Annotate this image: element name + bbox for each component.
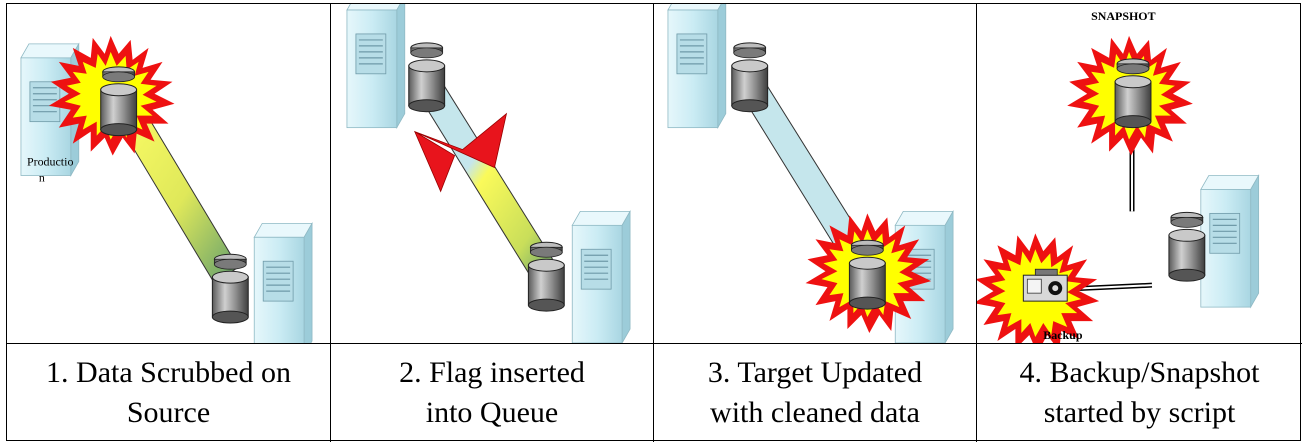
panel-1-drawing: Productio n (20, 35, 313, 343)
caption-1-line2: Source (126, 396, 211, 429)
caption-3-line1: 3. Target Updated (707, 356, 923, 389)
panel-3-illustration (654, 4, 977, 344)
source-database-icon (731, 42, 769, 113)
caption-1: 1. Data Scrubbed on Source (7, 344, 331, 442)
caption-3-line2: with cleaned data (710, 396, 920, 429)
panel-1-illustration: Productio n (7, 4, 331, 344)
production-label-line2: n (39, 170, 45, 184)
target-server-icon (571, 210, 631, 343)
production-database-icon (1168, 211, 1206, 282)
tape-backup-icon (1022, 268, 1068, 302)
panel-2-drawing (346, 4, 631, 343)
production-server-icon (1200, 174, 1260, 308)
target-database-icon (211, 253, 249, 324)
caption-1-line1: 1. Data Scrubbed on (46, 356, 291, 389)
snapshot-label: SNAPSHOT (1091, 9, 1155, 23)
snapshot-database-icon (1114, 58, 1152, 129)
panel-4-drawing: SNAPSHOT Backup (977, 9, 1260, 343)
red-flag-bowtie-icon (414, 112, 508, 193)
panel-4-illustration: SNAPSHOT Backup (977, 4, 1302, 344)
source-database-icon (408, 42, 446, 113)
source-database-icon (100, 66, 138, 137)
caption-2: 2. Flag inserted into Queue (331, 344, 654, 442)
source-server-icon (346, 4, 406, 129)
source-server-icon (667, 4, 727, 129)
target-database-icon (848, 239, 886, 310)
panel-3-drawing (667, 4, 954, 343)
caption-4: 4. Backup/Snapshot started by script (977, 344, 1302, 442)
panel-2-illustration (331, 4, 654, 344)
production-label-line1: Productio (27, 155, 74, 169)
caption-2-line1: 2. Flag inserted (399, 356, 585, 389)
caption-3: 3. Target Updated with cleaned data (654, 344, 977, 442)
backup-label: Backup (1043, 328, 1083, 342)
target-database-icon (527, 241, 565, 312)
caption-4-line1: 4. Backup/Snapshot (1019, 356, 1260, 389)
caption-4-line2: started by script (1043, 396, 1236, 429)
caption-2-line2: into Queue (425, 396, 559, 429)
target-server-icon (253, 222, 313, 343)
diagram-table: Productio n (6, 3, 1302, 442)
